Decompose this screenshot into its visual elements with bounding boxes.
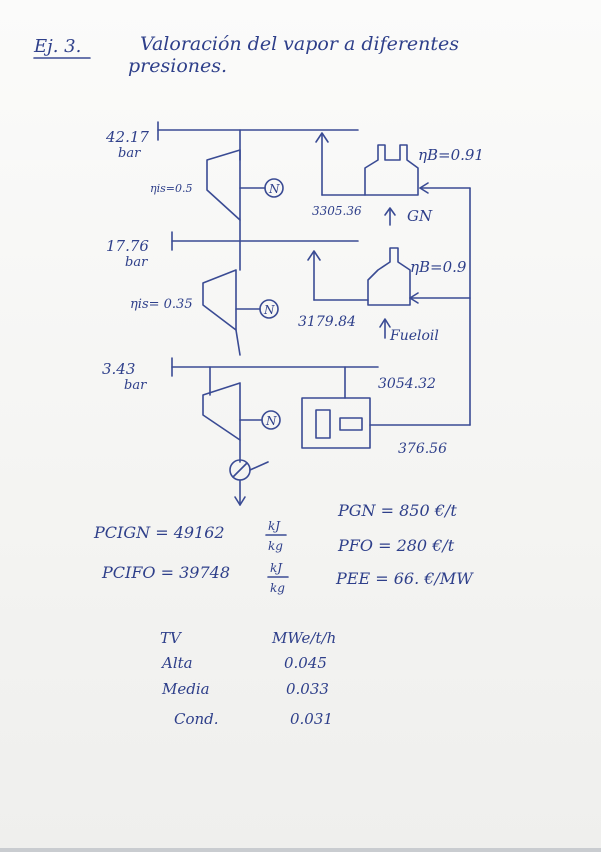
boiler-medium-efficiency: ηB=0.9 (410, 258, 467, 276)
enthalpy-medium: 3179.84 (298, 314, 356, 330)
condensate-enthalpy: 376.56 (398, 441, 447, 457)
table-row-value: 0.031 (290, 710, 333, 728)
boiler-high-efficiency: ηB=0.91 (418, 146, 484, 164)
generator-medium-symbol: N (263, 303, 275, 317)
table-row-label: Media (161, 680, 210, 698)
pressure-low: 3.43 (102, 360, 135, 378)
price-fo: PFO = 280 €/t (337, 536, 455, 555)
turbine-high-efficiency: ηis=0.5 (150, 182, 192, 195)
table-row-value: 0.033 (286, 680, 329, 698)
pci-fo: PCIFO = 39748 (101, 563, 230, 582)
fuel-gn-label: GN (407, 207, 433, 225)
pressure-low-unit: bar (124, 378, 147, 393)
process-inner-right (340, 418, 362, 430)
table-header-unit: MWe/t/h (271, 629, 336, 647)
table-header-tv: TV (160, 629, 183, 647)
exercise-label: Ej. 3. (33, 36, 81, 57)
title-line-1: Valoración del vapor a diferentes (140, 33, 459, 55)
turbine-medium (203, 270, 236, 330)
turbine-medium-efficiency: ηis= 0.35 (130, 297, 193, 312)
table-row-value: 0.045 (284, 654, 327, 672)
boiler-high (365, 145, 418, 195)
pci-fo-unit-den: kg (270, 581, 285, 595)
table-row-label: Cond. (174, 710, 219, 728)
pci-fo-unit-num: kJ (270, 561, 283, 575)
pci-gn-unit-num: kJ (268, 519, 281, 533)
table-row-label: Alta (160, 654, 193, 672)
pci-gn: PCIGN = 49162 (93, 523, 225, 542)
price-gn: PGN = 850 €/t (337, 501, 457, 520)
pci-gn-unit-den: kg (268, 539, 283, 553)
pump-outlet (250, 462, 268, 470)
price-ee: PEE = 66. €/MW (335, 569, 474, 588)
pressure-high: 42.17 (105, 128, 149, 146)
turbine-medium-outlet (236, 330, 240, 355)
enthalpy-high: 3305.36 (312, 204, 362, 218)
generator-low-symbol: N (265, 414, 277, 428)
process-block (302, 398, 370, 448)
turbine-low (203, 383, 240, 440)
boiler-medium (368, 248, 410, 305)
pressure-medium-unit: bar (125, 255, 148, 270)
generator-high-symbol: N (268, 182, 280, 196)
pressure-medium: 17.76 (106, 237, 149, 255)
fuel-fo-label: Fueloil (389, 328, 439, 344)
title-line-2: presiones. (128, 55, 227, 77)
enthalpy-low: 3054.32 (378, 376, 436, 392)
turbine-high (207, 150, 240, 220)
process-inner-left (316, 410, 330, 438)
pressure-high-unit: bar (118, 146, 141, 161)
